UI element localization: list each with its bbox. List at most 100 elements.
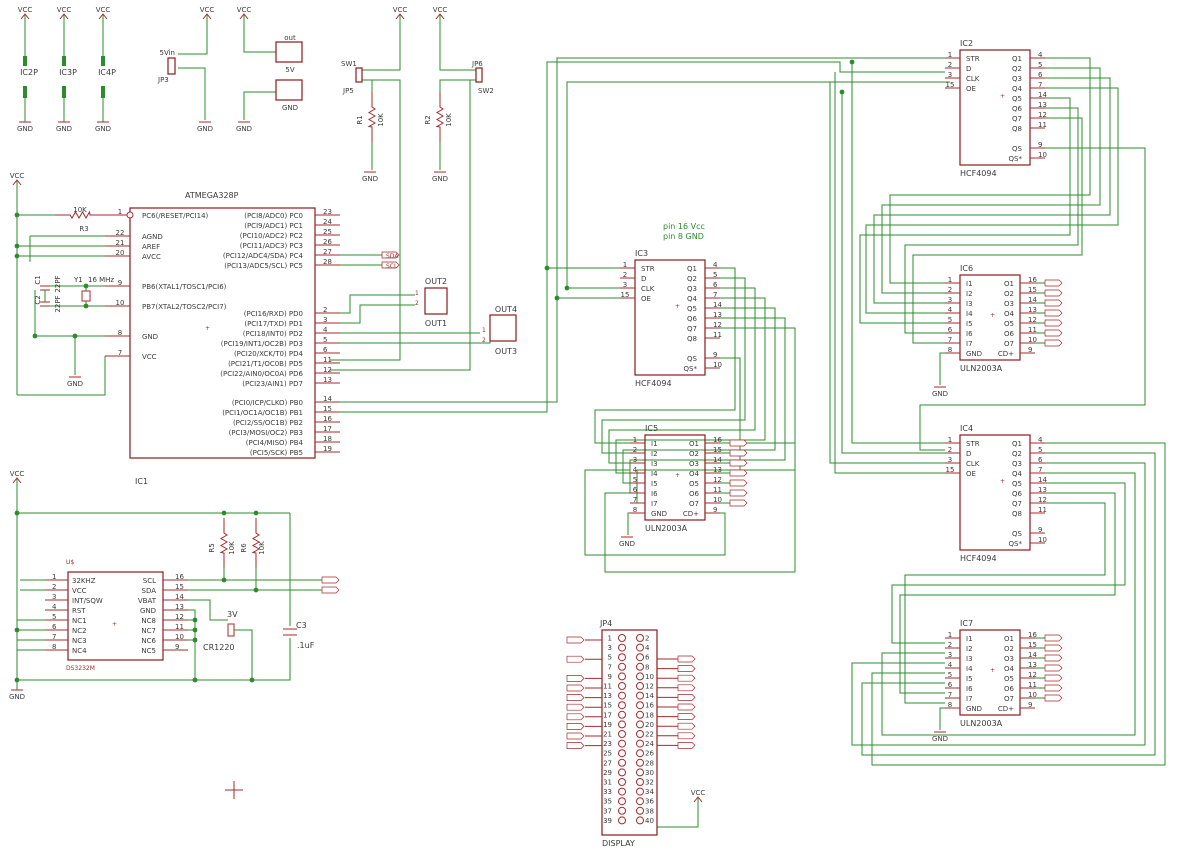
net-label-flag xyxy=(1044,279,1063,287)
header-pin-icon xyxy=(618,634,626,642)
net-label-flag xyxy=(1044,289,1063,297)
shift-pin-num: 2 xyxy=(623,271,627,279)
wire xyxy=(243,91,276,120)
rtc-pin-num: 12 xyxy=(175,613,184,621)
net-label-flag xyxy=(566,694,585,701)
driver-pin-name: I5 xyxy=(966,320,973,328)
wire xyxy=(439,79,476,92)
shift-pin-num: 7 xyxy=(1038,466,1042,474)
header-pin-num: 9 xyxy=(608,673,612,681)
mcu-pin-num: 23 xyxy=(323,208,332,216)
mcu-pin-name: VCC xyxy=(142,353,157,361)
shift-pin-num: 9 xyxy=(1038,141,1042,149)
plus-marker: + xyxy=(675,472,680,479)
junction-dot xyxy=(192,677,198,683)
v5in-label: 5Vin xyxy=(160,49,175,57)
shift-pin-num: 11 xyxy=(1038,506,1047,514)
net-label-flag xyxy=(1044,309,1063,317)
header-pin-num: 7 xyxy=(608,663,612,671)
shift-pin-name: D xyxy=(966,450,971,458)
header-pin-num: 14 xyxy=(645,692,654,700)
driver-pin-name: CD+ xyxy=(998,705,1014,713)
driver-pin-name: I2 xyxy=(966,645,973,653)
jp3-label: JP3 xyxy=(157,76,169,84)
vcc-label: VCC xyxy=(57,6,72,14)
driver-body xyxy=(644,434,706,521)
driver-pin-num: 9 xyxy=(1028,701,1032,709)
gnd-label: GND xyxy=(95,125,111,133)
rtc-pin-name: 32KHZ xyxy=(72,577,96,585)
net-label-flag xyxy=(1044,634,1063,642)
net-label-flag xyxy=(677,694,696,701)
header-body xyxy=(601,629,658,836)
wire xyxy=(546,61,945,268)
wire xyxy=(362,79,373,92)
shift-pin-name: QS* xyxy=(1009,540,1023,548)
note-line2: pin 8 GND xyxy=(663,232,704,241)
wire xyxy=(899,492,1116,694)
header-pin-icon xyxy=(618,758,626,767)
driver-pin-num: 1 xyxy=(633,436,637,444)
driver-pin-name: O5 xyxy=(1004,320,1014,328)
net-label-flag xyxy=(566,636,585,644)
gnd-label: GND xyxy=(619,540,635,548)
r3-value: 10K xyxy=(73,206,87,214)
driver-pin-num: 9 xyxy=(713,506,717,514)
vcc-label: VCC xyxy=(10,470,25,478)
mcu-pin-name: (PCI17/TXD) PD1 xyxy=(244,320,303,328)
driver-pin-name: I3 xyxy=(966,300,973,308)
shift-pin-num: 3 xyxy=(948,71,952,79)
plus-marker: + xyxy=(990,312,995,319)
shift-pin-num: 1 xyxy=(948,436,952,444)
net-label-flag xyxy=(566,703,585,711)
net-label-flag xyxy=(677,703,696,711)
mcu-pin-num: 2 xyxy=(323,306,327,314)
shift-pin-num: 6 xyxy=(1038,71,1043,79)
net-label-flag xyxy=(677,742,696,749)
rtc-pin-num: 13 xyxy=(175,603,184,611)
supply-pin-icon xyxy=(62,86,66,98)
header-pin-num: 16 xyxy=(645,702,654,710)
small-ic-name: IC4P xyxy=(98,68,116,77)
driver-pin-num: 8 xyxy=(948,701,952,709)
driver-pin-name: CD+ xyxy=(683,510,699,518)
header-pin-num: 27 xyxy=(603,759,612,767)
header-pin-num: 10 xyxy=(645,673,654,681)
header-pin-num: 28 xyxy=(645,759,654,767)
header-pin-num: 6 xyxy=(645,654,650,662)
driver-pin-num: 8 xyxy=(633,506,637,514)
net-label-flag xyxy=(729,459,748,467)
rtc-pin-num: 16 xyxy=(175,573,184,581)
driver-pin-num: 7 xyxy=(633,496,637,504)
wire xyxy=(889,57,1091,284)
header-pin-num: 31 xyxy=(603,779,612,787)
net-label-flag xyxy=(677,655,696,663)
wire xyxy=(362,26,401,71)
shift-pin-num: 4 xyxy=(1038,51,1043,59)
driver-pin-num: 5 xyxy=(633,476,637,484)
driver-pin-num: 2 xyxy=(948,641,952,649)
plus-marker: + xyxy=(205,325,210,332)
mcu-pin-num: 24 xyxy=(323,218,332,226)
junction-dot xyxy=(192,627,198,633)
mcu-pin-name: PC6(/RESET/PCI14) xyxy=(142,212,209,220)
r6-value: 10K xyxy=(258,541,266,555)
shift-part: HCF4094 xyxy=(960,554,997,563)
header-pin-icon xyxy=(618,643,626,652)
mcu-pin-name: (PCI13/ADC5/SCL) PC5 xyxy=(224,262,303,270)
header-pin-icon xyxy=(618,672,626,681)
header-pin-icon xyxy=(618,768,626,777)
wire xyxy=(851,462,1146,746)
wire xyxy=(439,26,476,71)
mcu-pin-name: (PCI5/SCK) PB5 xyxy=(250,449,303,457)
header-pin-icon xyxy=(636,797,644,806)
driver-part: ULN2003A xyxy=(960,364,1003,373)
junction-dot xyxy=(32,333,38,339)
header-pin-icon xyxy=(618,682,626,690)
shift-pin-name: Q1 xyxy=(1012,440,1022,448)
junction-dot xyxy=(253,587,259,593)
scl-net-label: SCL xyxy=(386,263,398,270)
rtc-pin-name: NC5 xyxy=(141,647,156,655)
mcu-pin-num: 1 xyxy=(118,208,122,216)
